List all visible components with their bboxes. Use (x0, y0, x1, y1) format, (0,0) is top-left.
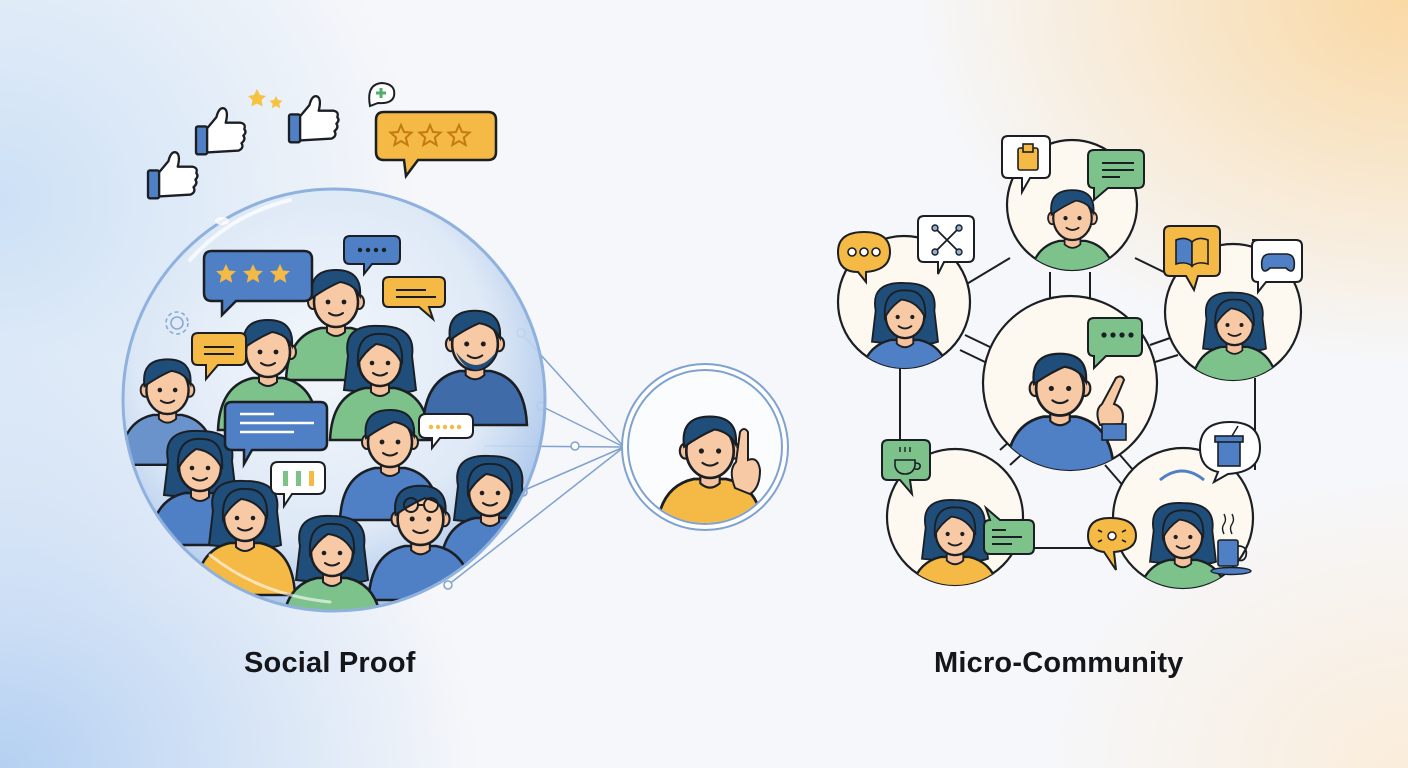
folder-chat-icon (1001, 135, 1051, 196)
game-controller-chat-icon (1251, 239, 1303, 295)
community-member-bottom-left (881, 439, 1035, 587)
social-proof-bubble (121, 187, 547, 613)
community-member-right (1163, 225, 1303, 382)
open-book-chat-icon (1163, 225, 1221, 293)
coffee-cup-chat-icon (881, 439, 931, 498)
typing-dots-chat-icon (836, 230, 892, 285)
bar-chart-chat-icon (270, 461, 326, 510)
thumbs-up-icon (146, 151, 199, 200)
typing-dots-chat-icon (343, 235, 401, 277)
social-proof-floating-icons (146, 81, 498, 200)
thumbs-up-icon (194, 107, 247, 156)
drink-cup-chat-icon (1198, 420, 1262, 485)
community-member-bottom-right (1086, 420, 1262, 590)
pointing-hand-icon (730, 428, 762, 496)
individual-pointing-person (621, 363, 789, 531)
text-lines-chat-icon (382, 276, 446, 323)
text-lines-chat-icon (983, 504, 1035, 555)
pointing-hand-icon (1096, 375, 1127, 441)
social-proof-title: Social Proof (244, 647, 416, 679)
community-member-left (836, 215, 975, 370)
plus-bubble-icon (368, 81, 396, 108)
three-star-review-bubble-icon (374, 110, 498, 180)
coffee-mug-icon (1210, 513, 1252, 576)
micro-community-title: Micro-Community (934, 647, 1184, 679)
text-lines-chat-icon (1087, 149, 1145, 203)
typing-dots-chat-icon (1087, 317, 1143, 371)
five-star-rating-chat-icon (418, 413, 474, 451)
stars-icon (248, 89, 283, 109)
community-member-top (1001, 135, 1145, 272)
three-star-chat-icon (202, 249, 314, 319)
long-message-chat-icon (223, 400, 329, 469)
network-graph-chat-icon (917, 215, 975, 275)
community-hub-person (981, 294, 1159, 472)
sparkle-chat-icon (1086, 516, 1138, 571)
target-icon (165, 311, 189, 335)
thumbs-up-icon (287, 95, 340, 144)
text-lines-chat-icon (191, 332, 247, 382)
